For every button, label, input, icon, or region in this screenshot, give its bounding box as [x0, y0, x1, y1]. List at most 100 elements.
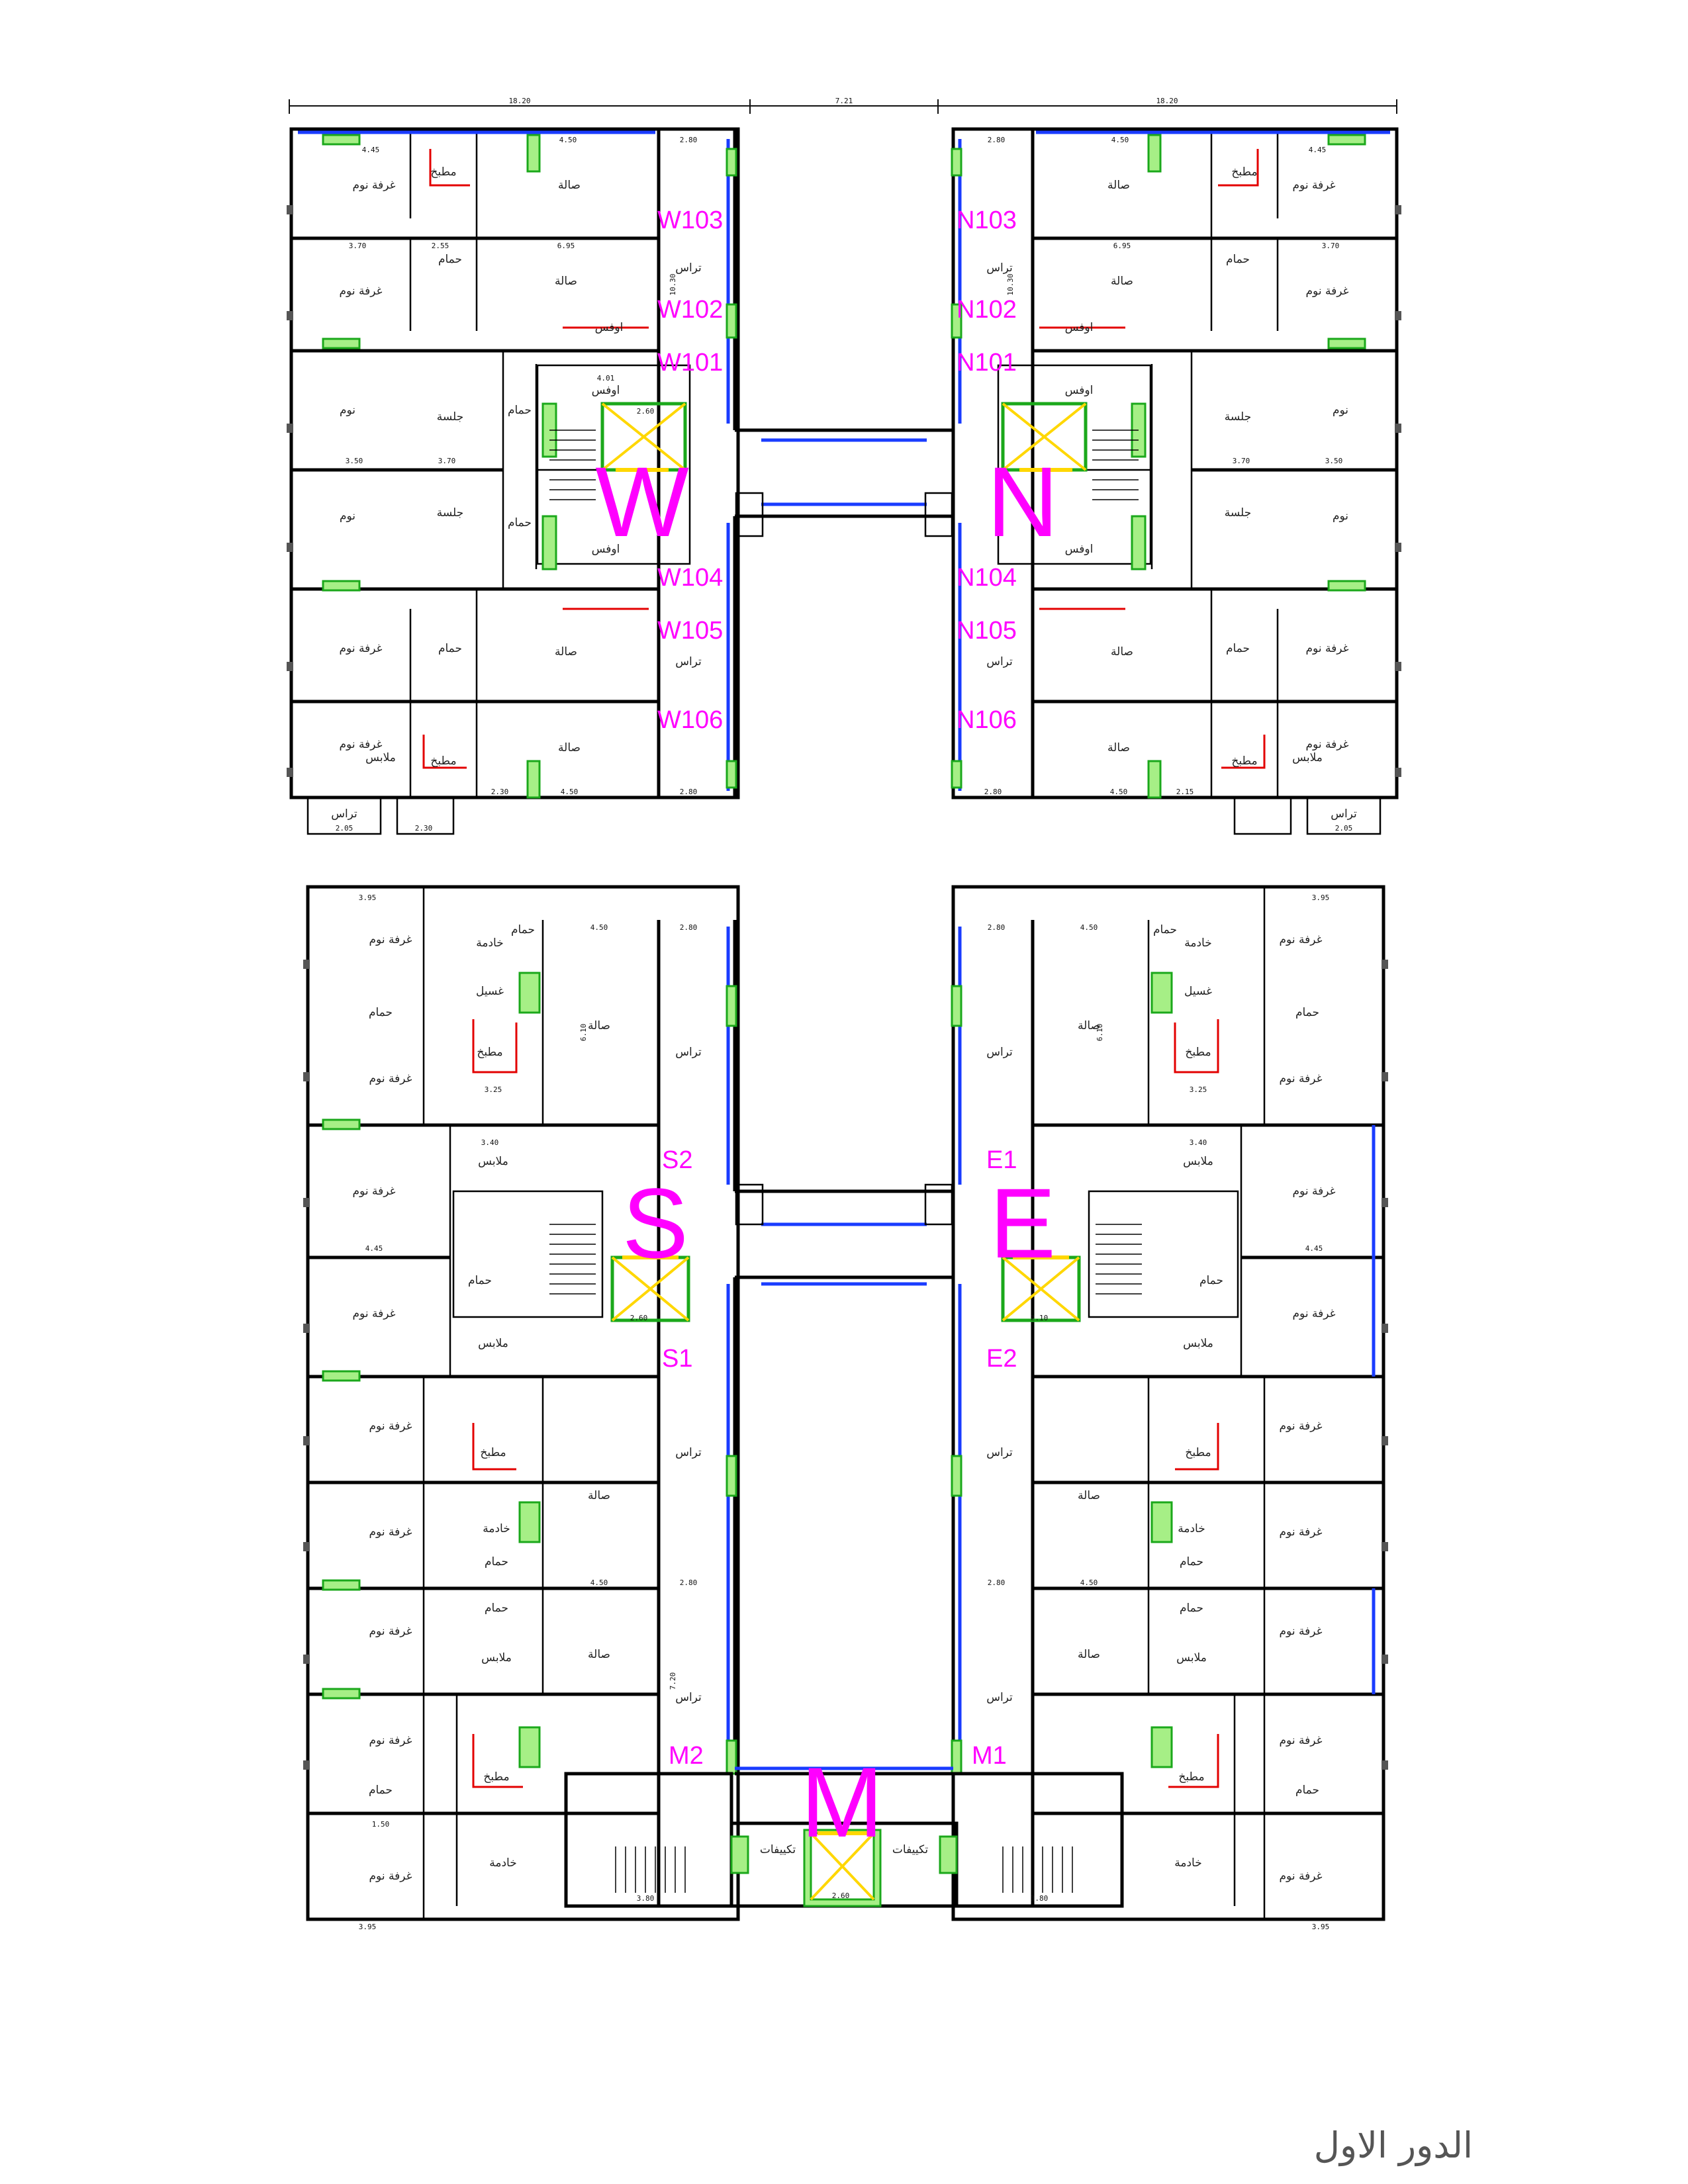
room-s-bath-1: حمام — [511, 923, 535, 936]
room-s-terrace-2: تراس — [675, 1446, 702, 1459]
room-n105-bedroom: غرفة نوم — [1306, 642, 1349, 655]
room-e-kitchen-2: مطبخ — [1185, 1446, 1211, 1459]
room-n105-bath: حمام — [1226, 642, 1250, 655]
dim-w-core: 2.60 — [637, 407, 655, 416]
room-s-bath-5: حمام — [485, 1602, 508, 1615]
dim-w-bed: 4.45 — [362, 146, 380, 154]
unit-e2[interactable]: E2 — [986, 1345, 1017, 1373]
dim-s-terrace-b: 2.80 — [680, 1578, 698, 1587]
dim-m-stair-r: 3.80 — [1031, 1894, 1049, 1903]
dim-s-bed-b: 3.95 — [359, 1923, 377, 1931]
room-n106-living: صالة — [1107, 741, 1130, 754]
dim-s-r: 1.50 — [372, 1820, 390, 1829]
room-e-clothes-1: ملابس — [1183, 1155, 1213, 1168]
room-w106-terrace: تراس — [331, 807, 357, 821]
room-w102-living: صالة — [555, 275, 577, 288]
room-n103-kitchen: مطبخ — [1231, 165, 1257, 179]
dim-n-terr-len: 10.30 — [1006, 273, 1015, 295]
room-w106-living: صالة — [558, 741, 581, 754]
room-w102-bedroom: غرفة نوم — [340, 285, 383, 298]
unit-w102[interactable]: W102 — [657, 296, 723, 324]
room-w103-bedroom: غرفة نوم — [353, 179, 396, 192]
room-s-kitchen-2: مطبخ — [480, 1446, 506, 1459]
room-w103-living: صالة — [558, 179, 581, 192]
room-w104-office: اوفس — [592, 543, 620, 556]
unit-n102[interactable]: N102 — [957, 296, 1017, 324]
room-s-bath-4: حمام — [485, 1555, 508, 1569]
dim-w-sit: 3.70 — [438, 457, 456, 465]
unit-m1[interactable]: M1 — [972, 1742, 1007, 1770]
room-e-bath-5: حمام — [1180, 1602, 1203, 1615]
unit-n105[interactable]: N105 — [957, 617, 1017, 645]
dim-w-living: 4.50 — [559, 136, 577, 144]
room-s-bedroom-3: غرفة نوم — [353, 1185, 396, 1198]
room-e-clothes-2: ملابس — [1183, 1337, 1213, 1350]
link-corridor-top — [735, 428, 953, 537]
unit-m2[interactable]: M2 — [669, 1742, 704, 1770]
room-s-clothes-2: ملابس — [478, 1337, 508, 1350]
dim-n-foot: 2.05 — [1335, 824, 1353, 833]
room-s-laundry: غسيل — [476, 985, 504, 998]
dim-s-living-len: 6.10 — [579, 1024, 588, 1042]
room-n106-clothes: ملابس — [1292, 751, 1323, 764]
unit-w106[interactable]: W106 — [657, 706, 723, 734]
middle-block: تكييفات تكييفات 2.60 3.80 3.80 M M2 M1 — [564, 1742, 1124, 1908]
dim-e-x: 3.25 — [1190, 1085, 1207, 1094]
room-e-clothes-3: ملابس — [1176, 1651, 1207, 1664]
room-n103-bedroom: غرفة نوم — [1293, 179, 1336, 192]
dim-w-bath: 2.55 — [432, 242, 449, 250]
room-m-ac-right: تكييفات — [892, 1843, 928, 1856]
dim-n-terrace-b: 2.80 — [984, 788, 1002, 796]
dim-n-bed: 4.45 — [1309, 146, 1327, 154]
unit-n103[interactable]: N103 — [957, 206, 1017, 234]
room-s-terrace-1: تراس — [675, 1046, 702, 1059]
dim-n-sit: 3.70 — [1233, 457, 1250, 465]
room-e-bath-1: حمام — [1153, 923, 1177, 936]
room-e-bedroom-8: غرفة نوم — [1280, 1734, 1323, 1747]
room-e-bedroom-4: غرفة نوم — [1293, 1307, 1336, 1320]
dim-e-dress: 3.40 — [1190, 1138, 1207, 1147]
room-s-bedroom-5: غرفة نوم — [369, 1420, 412, 1433]
dim-e-living-len: 6.10 — [1096, 1024, 1104, 1042]
dim-n-hall: 6.95 — [1113, 242, 1131, 250]
room-e-maid-1: خادمة — [1184, 936, 1211, 950]
dim-w-foot: 2.05 — [336, 824, 353, 833]
room-w102-bath: حمام — [438, 253, 462, 266]
room-s-bath-6: حمام — [369, 1784, 393, 1797]
room-w104-bath: حمام — [508, 516, 532, 529]
room-e-maid-3: خادمة — [1174, 1856, 1201, 1870]
room-e-bath-2: حمام — [1295, 1006, 1319, 1019]
unit-w105[interactable]: W105 — [657, 617, 723, 645]
room-n106-bedroom: غرفة نوم — [1306, 738, 1349, 751]
unit-w104[interactable]: W104 — [657, 564, 723, 592]
room-s-bath-3: حمام — [468, 1274, 492, 1287]
unit-s2[interactable]: S2 — [662, 1146, 692, 1174]
room-n101-office: اوفس — [1065, 384, 1094, 397]
dim-s-bed: 3.95 — [359, 893, 377, 902]
unit-s1[interactable]: S1 — [662, 1345, 692, 1373]
unit-e1[interactable]: E1 — [986, 1146, 1017, 1174]
drawing-title: الدور الاول — [1314, 2124, 1473, 2167]
unit-w103[interactable]: W103 — [657, 206, 723, 234]
room-e-bedroom-3: غرفة نوم — [1293, 1185, 1336, 1198]
room-s-living-1: صالة — [588, 1019, 610, 1032]
dim-n-kit: 2.15 — [1176, 788, 1194, 796]
dim-n-terrace: 2.80 — [988, 136, 1006, 144]
room-s-bedroom-1: غرفة نوم — [369, 933, 412, 946]
unit-n101[interactable]: N101 — [957, 349, 1017, 377]
south-block: غرفة نوم خادمة حمام غسيل حمام مطبخ صالة … — [306, 885, 740, 1931]
room-w102-terrace: تراس — [675, 261, 702, 275]
dim-w-bed2: 3.70 — [349, 242, 367, 250]
room-n104-sitting: جلسة — [1225, 506, 1251, 520]
room-w105-terrace: تراس — [675, 655, 702, 668]
unit-w101[interactable]: W101 — [657, 349, 723, 377]
room-s-kitchen-1: مطبخ — [477, 1046, 502, 1059]
unit-n106[interactable]: N106 — [957, 706, 1017, 734]
dim-n-living-b: 4.50 — [1110, 788, 1128, 796]
dim-s-hall: 4.45 — [365, 1244, 383, 1253]
dim-w-foot2: 2.30 — [415, 824, 433, 833]
room-e-bedroom-9: غرفة نوم — [1280, 1870, 1323, 1883]
room-e-bath-6: حمام — [1295, 1784, 1319, 1797]
unit-n104[interactable]: N104 — [957, 564, 1017, 592]
room-m-ac-left: تكييفات — [760, 1843, 796, 1856]
